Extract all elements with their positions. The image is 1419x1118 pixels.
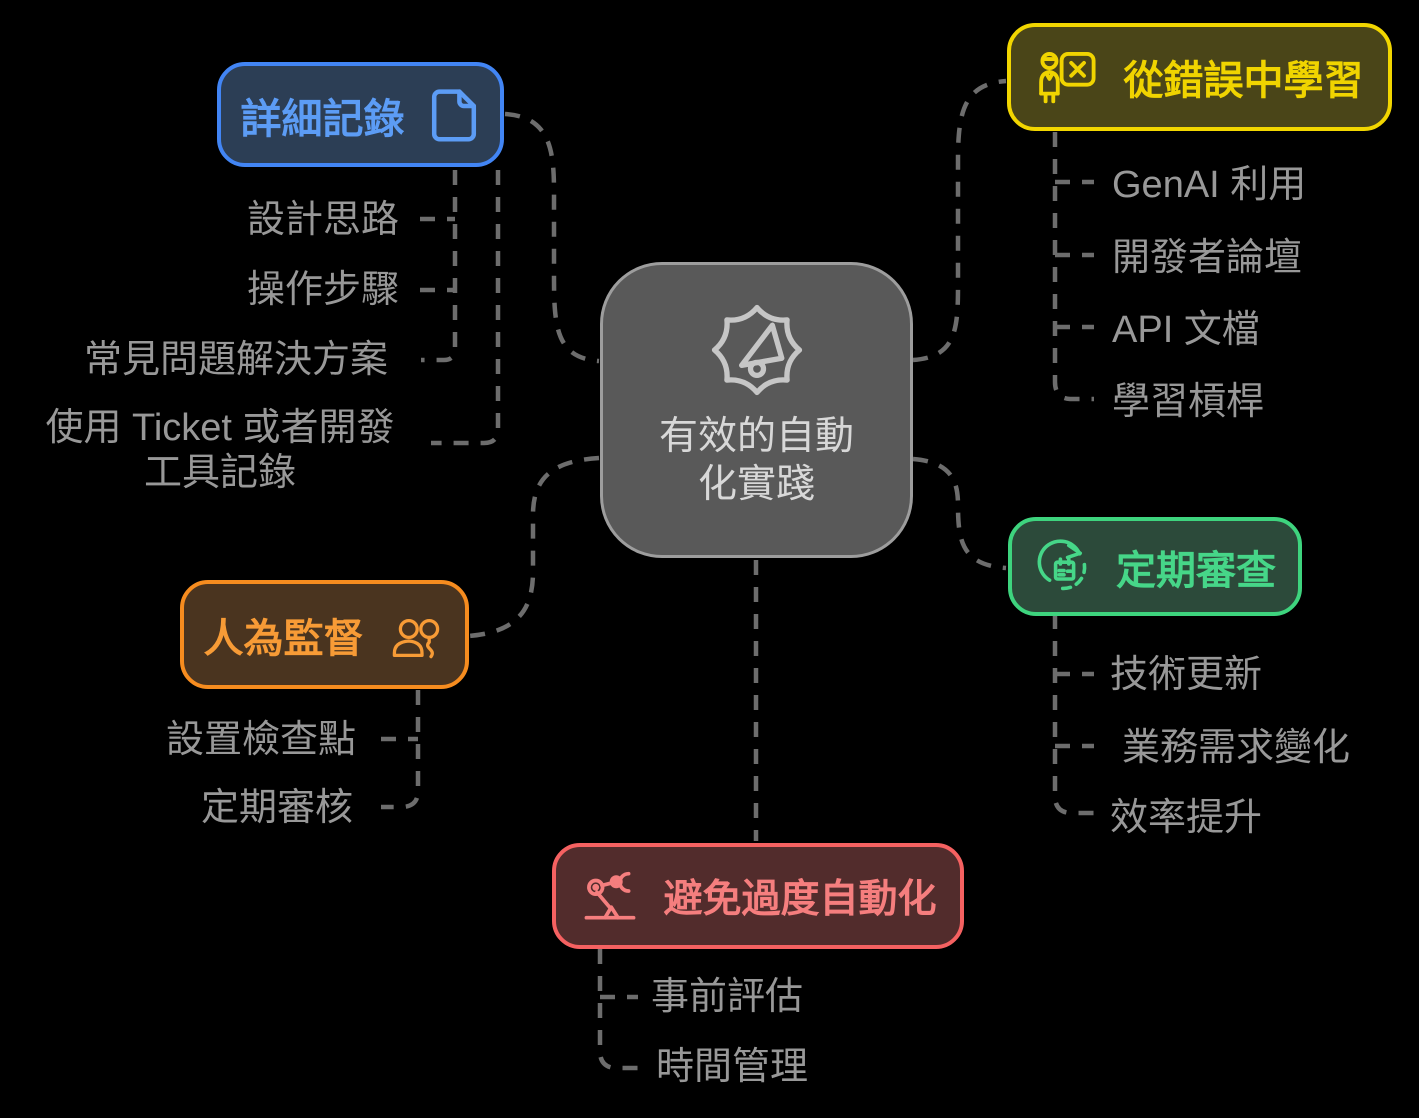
child-common-problem-solutions: 常見問題解決方案 xyxy=(84,339,389,381)
branch-human-oversight-label: 人為監督 xyxy=(203,616,364,661)
branch-avoid-over-automation: 避免過度自動化 xyxy=(552,843,964,949)
child-learning-leverage: 學習槓桿 xyxy=(1112,381,1265,423)
rail-detailed-records-a xyxy=(420,170,458,363)
child-efficiency-improvement: 效率提升 xyxy=(1110,797,1263,839)
child-pre-assessment: 事前評估 xyxy=(651,976,804,1018)
branch-periodic-review: 定期審查 xyxy=(1008,517,1302,616)
child-time-management: 時間管理 xyxy=(656,1046,809,1088)
center-node-title: 有效的自動 化實踐 xyxy=(658,415,854,506)
rail-human-oversight xyxy=(381,690,421,810)
branch-human-oversight: 人為監督 xyxy=(180,580,469,689)
child-genai-usage: GenAI 利用 xyxy=(1112,164,1307,206)
connector-center-to-human-oversight xyxy=(468,455,600,639)
connector-center-to-periodic-review xyxy=(912,456,1007,571)
child-tech-updates: 技術更新 xyxy=(1110,654,1263,696)
child-operation-steps: 操作步驟 xyxy=(247,269,400,311)
branch-detailed-records-label: 詳細記錄 xyxy=(240,95,405,142)
cycle-calendar-icon xyxy=(1037,538,1087,590)
center-node: 有效的自動 化實踐 xyxy=(600,262,913,558)
document-icon xyxy=(431,88,476,142)
child-periodic-audit: 定期審核 xyxy=(201,787,354,829)
branch-learn-from-mistakes-label: 從錯誤中學習 xyxy=(1123,59,1364,103)
presenter-board-icon xyxy=(1038,52,1096,104)
branch-detailed-records: 詳細記錄 xyxy=(217,62,504,167)
person-magnifier-icon xyxy=(392,618,439,658)
rail-periodic-review xyxy=(1052,614,1094,816)
connector-center-to-learn-from-mistakes xyxy=(912,78,1007,363)
child-set-checkpoints: 設置檢查點 xyxy=(166,719,357,761)
child-api-docs: API 文檔 xyxy=(1112,309,1260,351)
rail-avoid-over-automation xyxy=(597,949,638,1071)
child-business-requirement-changes: 業務需求變化 xyxy=(1122,727,1351,769)
child-ticket-dev-tool-records: 使用 Ticket 或者開發 工具記錄 xyxy=(45,407,395,494)
rail-detailed-records-b xyxy=(431,170,501,446)
connector-detailed-records-to-center xyxy=(504,111,600,364)
branch-periodic-review-label: 定期審查 xyxy=(1116,548,1276,593)
robot-arm-icon xyxy=(585,871,636,920)
child-developer-forums: 開發者論壇 xyxy=(1112,237,1303,279)
branch-avoid-over-automation-label: 避免過度自動化 xyxy=(663,878,937,921)
gear-megaphone-icon xyxy=(711,304,802,396)
branch-learn-from-mistakes: 從錯誤中學習 xyxy=(1007,23,1392,131)
rail-learn-from-mistakes xyxy=(1052,132,1094,402)
child-design-rationale: 設計思路 xyxy=(247,199,400,241)
